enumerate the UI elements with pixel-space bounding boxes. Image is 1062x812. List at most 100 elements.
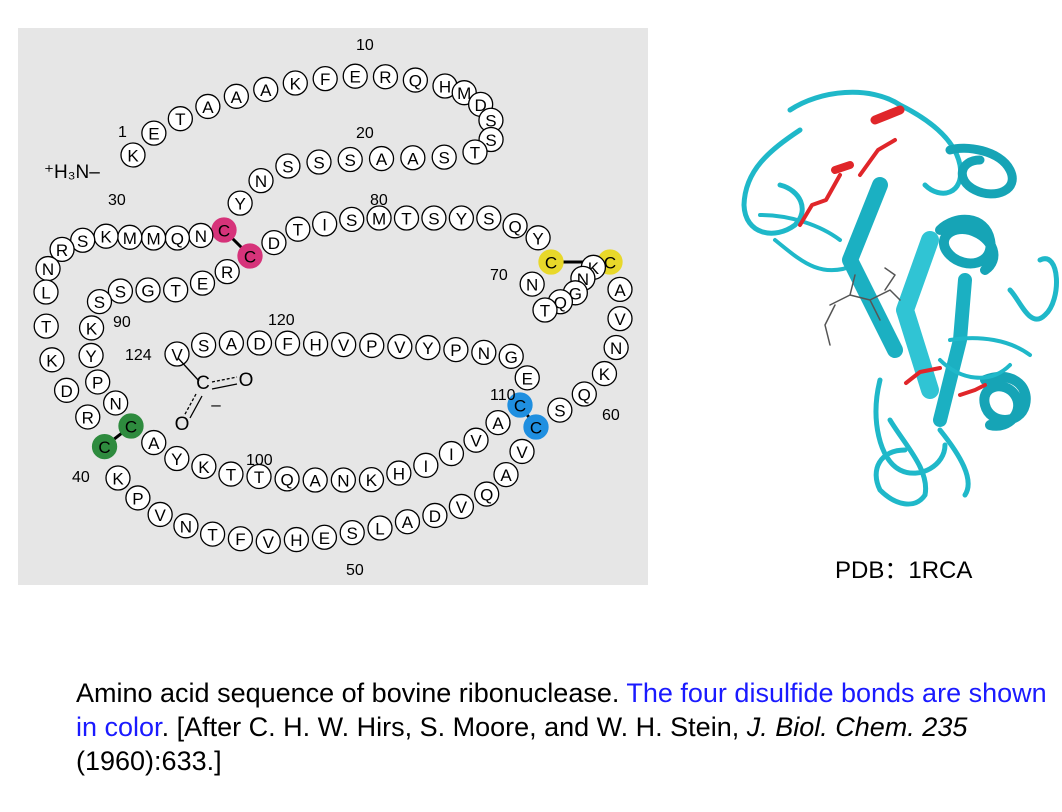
residue-46: F: [227, 526, 254, 552]
carboxyl-oxygen-single: O: [175, 414, 190, 435]
c-terminus-carboxylate: C O O –: [175, 357, 253, 435]
caption-part3: . [After C. H. W. Hirs, S. Moore, and W.…: [161, 712, 747, 742]
ribbon-loop-bottom: [873, 377, 971, 507]
residue-107: I: [438, 440, 465, 467]
svg-text:F: F: [235, 530, 245, 549]
svg-text:P: P: [366, 337, 377, 356]
svg-text:I: I: [423, 457, 428, 476]
residue-89: S: [107, 278, 134, 304]
svg-text:E: E: [319, 529, 330, 548]
svg-text:S: S: [346, 211, 357, 230]
n-terminus: ⁺H₃N–: [44, 162, 100, 183]
residue-113: N: [471, 339, 497, 366]
svg-text:C: C: [98, 438, 110, 457]
svg-text:Q: Q: [480, 486, 493, 505]
svg-text:D: D: [429, 507, 441, 526]
svg-text:A: A: [492, 414, 504, 433]
disulfide-ribbon-4: [958, 383, 987, 397]
svg-text:T: T: [226, 466, 236, 485]
position-number-80: 80: [370, 192, 388, 209]
svg-text:T: T: [41, 318, 51, 337]
svg-text:P: P: [450, 341, 461, 360]
residue-74: Q: [502, 213, 528, 239]
svg-text:Y: Y: [85, 347, 96, 366]
residue-119: H: [302, 331, 329, 357]
svg-text:F: F: [320, 70, 330, 89]
ribbon-loop-left: [741, 127, 805, 236]
svg-text:Y: Y: [532, 229, 543, 248]
residue-34: N: [35, 255, 61, 282]
residue-98: K: [191, 453, 217, 480]
position-number-10: 10: [356, 37, 374, 54]
residue-124: V: [164, 341, 190, 367]
residue-42: P: [125, 485, 151, 511]
residue-27: N: [188, 222, 214, 249]
residue-17: T: [462, 139, 488, 165]
svg-text:K: K: [290, 75, 302, 94]
svg-text:A: A: [614, 281, 626, 300]
svg-text:N: N: [180, 517, 192, 536]
svg-text:A: A: [226, 335, 238, 354]
residue-52: A: [394, 509, 421, 535]
residue-95: C: [118, 413, 144, 439]
svg-text:V: V: [394, 338, 406, 357]
residue-59: S: [547, 397, 573, 423]
residue-115: Y: [415, 334, 441, 361]
svg-text:S: S: [347, 524, 358, 543]
alpha-helix-bottom: [979, 371, 1031, 431]
svg-text:R: R: [221, 263, 233, 282]
residue-37: K: [39, 347, 65, 373]
svg-text:C: C: [514, 397, 526, 416]
ligand-sticks: [824, 267, 901, 346]
residue-29: M: [140, 225, 167, 251]
svg-text:V: V: [516, 443, 528, 462]
svg-text:K: K: [599, 365, 611, 384]
svg-text:K: K: [112, 470, 124, 489]
position-number-120: 120: [268, 312, 295, 329]
svg-text:A: A: [202, 98, 214, 117]
svg-text:S: S: [313, 154, 324, 173]
residue-81: I: [312, 211, 338, 237]
svg-text:A: A: [148, 434, 160, 453]
position-number-60: 60: [602, 407, 620, 424]
residue-28: Q: [164, 225, 191, 251]
svg-text:C: C: [545, 254, 557, 273]
residue-90: S: [86, 288, 113, 315]
svg-text:S: S: [282, 157, 293, 176]
svg-text:D: D: [253, 335, 265, 354]
svg-text:S: S: [485, 112, 496, 131]
svg-text:S: S: [483, 210, 494, 229]
protein-ribbon-structure: [741, 89, 1059, 507]
svg-text:S: S: [345, 151, 356, 170]
svg-text:D: D: [60, 382, 72, 401]
residue-116: V: [387, 333, 413, 360]
red-highlight-top: [870, 105, 905, 125]
svg-text:N: N: [255, 172, 267, 191]
ribbon-loop-top: [787, 89, 964, 196]
position-number-20: 20: [356, 125, 374, 142]
residue-48: H: [283, 526, 310, 553]
svg-text:K: K: [86, 319, 98, 338]
svg-text:I: I: [322, 215, 327, 234]
svg-text:K: K: [366, 471, 378, 490]
caption-journal: J. Biol. Chem.: [746, 712, 915, 742]
svg-text:A: A: [260, 81, 272, 100]
residue-35: L: [33, 279, 59, 305]
svg-text:L: L: [41, 284, 50, 303]
residue-19: A: [400, 145, 426, 171]
residue-62: N: [603, 334, 629, 361]
svg-text:T: T: [170, 281, 180, 300]
residue-30: M: [117, 224, 143, 250]
beta-sheet-1: [842, 177, 903, 358]
residue-44: N: [173, 513, 199, 539]
svg-text:Q: Q: [578, 386, 591, 405]
svg-text:A: A: [407, 149, 419, 168]
red-highlight-left: [831, 161, 854, 174]
residue-20: A: [368, 145, 395, 172]
svg-text:T: T: [254, 468, 264, 487]
residue-31: K: [93, 223, 119, 249]
svg-text:A: A: [376, 150, 388, 169]
svg-text:P: P: [132, 489, 143, 508]
residue-21: S: [337, 146, 363, 173]
